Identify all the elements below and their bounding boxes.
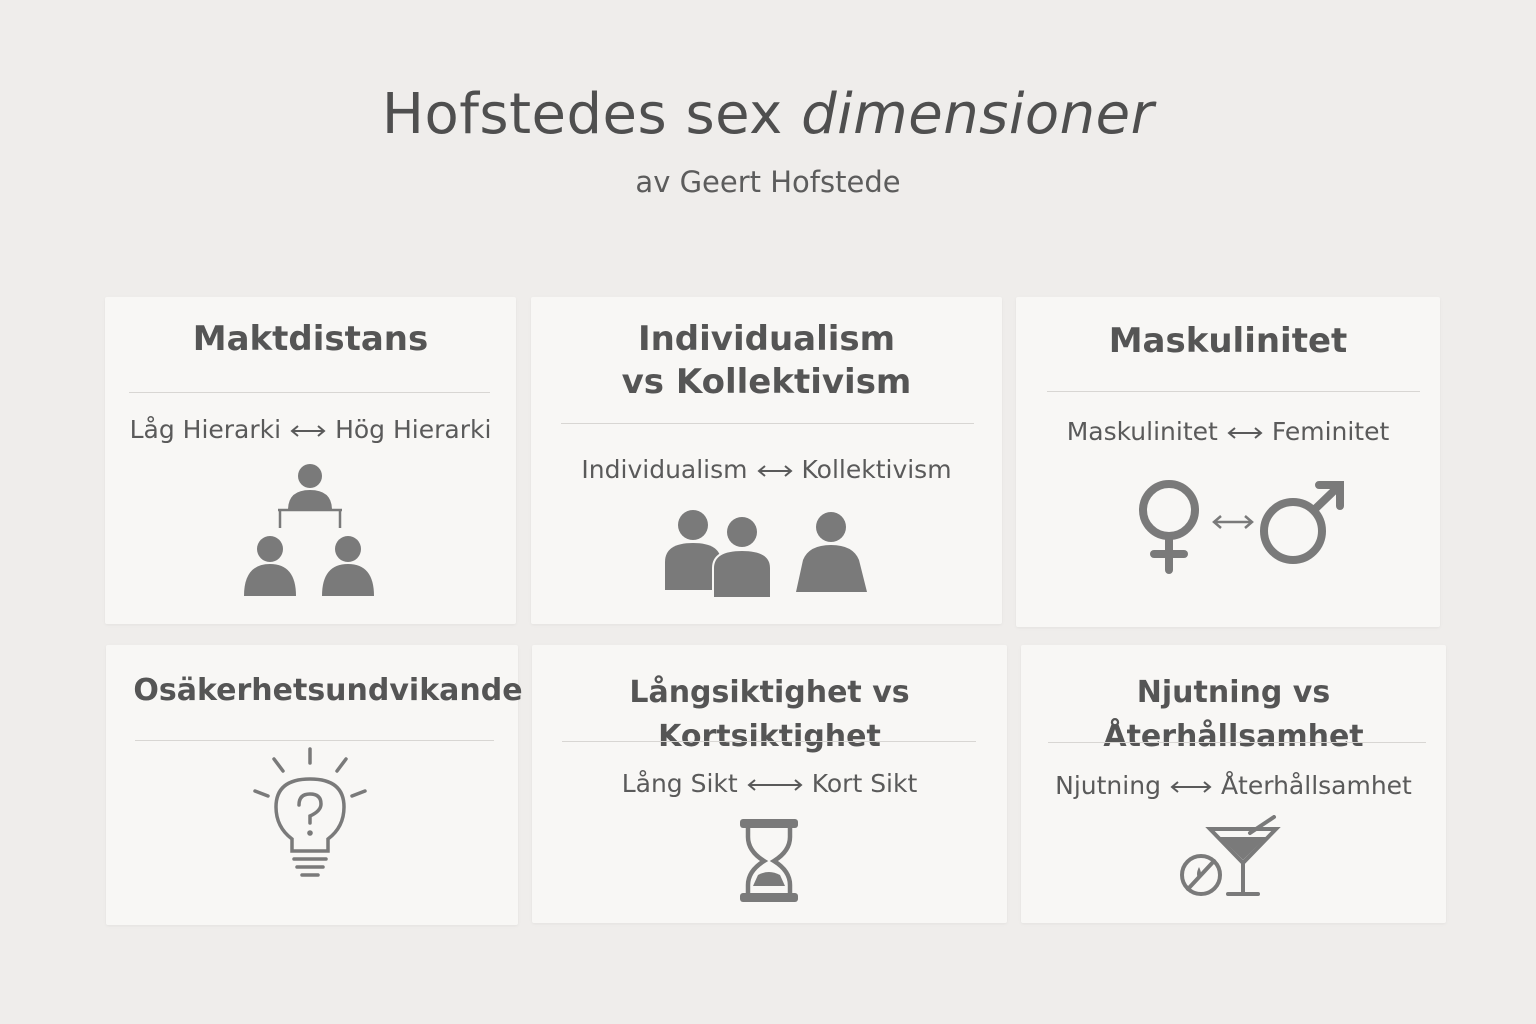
- header: Hofstedes sex dimensioner av Geert Hofst…: [0, 82, 1536, 199]
- card-title: Njutning vs Återhållsamhet: [1103, 675, 1364, 754]
- card-divider: [135, 740, 494, 741]
- scale-left-label: Låg Hierarki: [129, 415, 282, 444]
- card-maktdistans: Maktdistans Låg Hierarki Hög Hierarki: [105, 297, 516, 624]
- scale-right-label: Feminitet: [1271, 417, 1390, 446]
- double-arrow-icon: [1227, 427, 1263, 439]
- page-title: Hofstedes sex dimensioner: [0, 82, 1536, 147]
- card-title: Långsiktighet vs Kortsiktighet: [629, 675, 910, 754]
- scale-left-label: Njutning: [1055, 771, 1161, 800]
- card-divider: [1047, 391, 1420, 392]
- scale-row: Lång Sikt Kort Sikt: [532, 769, 1007, 798]
- scale-right-label: Återhållsamhet: [1220, 771, 1412, 800]
- card-langsiktighet: Långsiktighet vs Kortsiktighet Lång Sikt…: [532, 645, 1007, 923]
- scale-left-label: Individualism: [581, 455, 748, 484]
- people-group-icon: [665, 510, 867, 599]
- double-arrow-icon: [1170, 781, 1212, 793]
- double-arrow-icon: [756, 465, 793, 477]
- card-divider: [561, 423, 974, 424]
- scale-right-label: Kollektivism: [801, 455, 952, 484]
- double-arrow-icon: [747, 779, 803, 791]
- scale-left-label: Lång Sikt: [621, 769, 738, 798]
- card-title-line1: Individualism: [637, 319, 896, 359]
- scale-row: Individualism Kollektivism: [531, 455, 1002, 484]
- scale-right-label: Kort Sikt: [811, 769, 918, 798]
- card-divider: [562, 741, 976, 742]
- scale-right-label: Hög Hierarki: [335, 415, 492, 444]
- hierarchy-icon: [244, 464, 374, 596]
- title-italic: dimensioner: [801, 82, 1155, 147]
- card-title: Maktdistans: [192, 319, 429, 359]
- card-individualism: Individualism vs Kollektivism Individual…: [531, 297, 1002, 624]
- double-arrow-icon: [290, 425, 326, 437]
- cocktail-restraint-icon: [1180, 815, 1281, 896]
- card-njutning: Njutning vs Återhållsamhet Njutning Återh…: [1021, 645, 1446, 923]
- page-subtitle: av Geert Hofstede: [635, 165, 901, 199]
- hourglass-icon: [740, 819, 798, 902]
- card-divider: [1048, 742, 1426, 743]
- scale-row: Maskulinitet Feminitet: [1016, 417, 1440, 446]
- card-title: Maskulinitet: [1108, 321, 1348, 361]
- title-main: Hofstedes sex: [381, 82, 783, 147]
- gender-symbols-icon: [1139, 480, 1344, 574]
- card-title-line2: vs Kollektivism: [621, 362, 912, 402]
- card-divider: [129, 392, 490, 393]
- scale-row: Njutning Återhållsamhet: [1021, 771, 1446, 800]
- card-osakerhetsundvikande: Osäkerhetsundvikande: [106, 645, 523, 925]
- card-title: Osäkerhetsundvikande: [133, 673, 523, 708]
- lightbulb-question-icon: [253, 747, 367, 877]
- scale-left-label: Maskulinitet: [1066, 417, 1218, 446]
- scale-row: Låg Hierarki Hög Hierarki: [105, 415, 516, 444]
